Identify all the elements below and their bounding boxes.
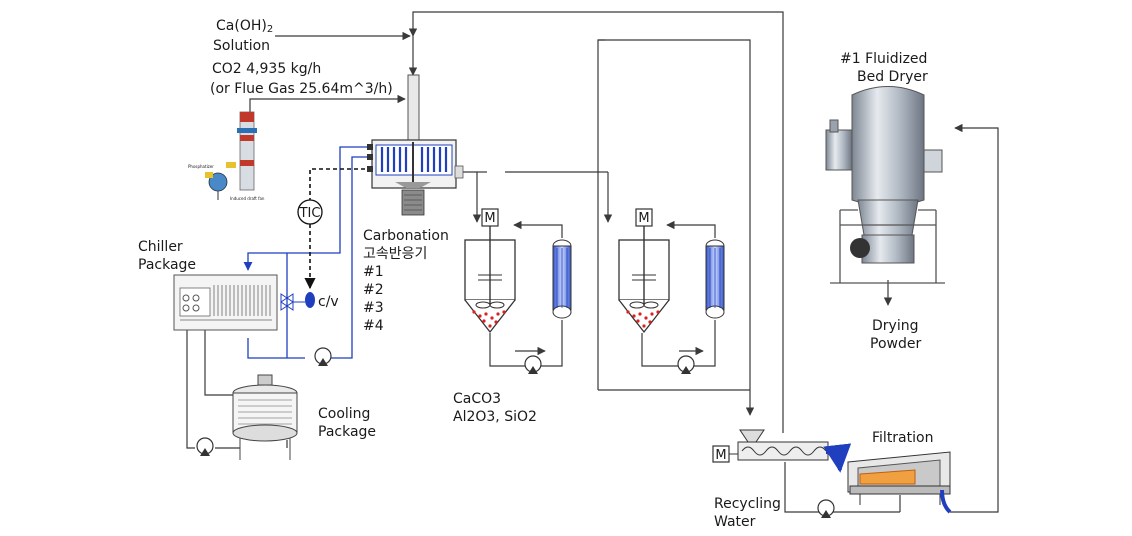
recycling-title-2: Water [714, 514, 756, 530]
carbonation-reactor-icon [367, 74, 464, 216]
drying-title-2: Powder [870, 336, 921, 352]
drying-title-1: Drying [872, 318, 918, 334]
cooling-title-2: Package [318, 424, 376, 440]
tic-instrument: TIC [297, 199, 323, 225]
labels: Ca(OH)2 Solution CO2 4,935 kg/h (or Flue… [138, 18, 933, 530]
pump-tank1-icon [524, 355, 542, 374]
al2o3-sio2-label: Al2O3, SiO2 [453, 409, 537, 425]
heat-exchanger-1-icon [552, 239, 572, 319]
caoh2-label: Ca(OH)2 [216, 18, 273, 35]
cv-label: c/v [318, 294, 339, 310]
stack-icon: Induced draft fan Phosphatizer [188, 111, 265, 201]
recycling-title-1: Recycling [714, 496, 781, 512]
tic-control-lines [304, 168, 372, 290]
pump-tank2-icon [677, 355, 695, 374]
screw-conveyor-icon: M [712, 429, 852, 473]
chiller-package-icon [173, 274, 278, 331]
control-valve-icon: c/v [280, 292, 339, 311]
reactor-korean-label: 고속반응기 [363, 246, 427, 262]
fluidized-bed-dryer-icon [825, 86, 945, 284]
caoh2-solution-label: Solution [213, 38, 270, 54]
pump-chiller-icon [314, 347, 332, 366]
svg-text:Induced draft fan: Induced draft fan [230, 196, 265, 201]
reactor-2-label: #2 [363, 282, 384, 298]
filtration-label: Filtration [872, 430, 933, 446]
filtration-centrifuge-icon [847, 451, 952, 514]
motor-label: M [638, 211, 649, 226]
carbonation-label: Carbonation [363, 228, 449, 244]
reactor-1-label: #1 [363, 264, 384, 280]
flue-gas-label: (or Flue Gas 25.64m^3/h) [210, 81, 393, 97]
motor-label: M [484, 211, 495, 226]
motor-tank1-icon: M [481, 208, 499, 227]
co2-flow-label: CO2 4,935 kg/h [212, 61, 321, 77]
chiller-title-2: Package [138, 257, 196, 273]
chiller-title-1: Chiller [138, 239, 183, 255]
process-lines [249, 11, 999, 513]
motor-label: M [715, 448, 726, 463]
pump-cooling-icon [196, 437, 214, 456]
heat-exchanger-2-icon [705, 239, 725, 319]
dryer-title-1: #1 Fluidized [840, 51, 927, 67]
tic-label: TIC [299, 206, 321, 221]
pump-recycling-icon [817, 499, 835, 518]
reactor-3-label: #3 [363, 300, 384, 316]
motor-tank2-icon: M [635, 208, 653, 227]
caco3-label: CaCO3 [453, 391, 501, 407]
dryer-title-2: Bed Dryer [857, 69, 928, 85]
cooling-title-1: Cooling [318, 406, 370, 422]
svg-text:Phosphatizer: Phosphatizer [188, 164, 214, 169]
precipitation-tank-1-icon [464, 226, 516, 334]
cooling-package-icon [232, 374, 298, 460]
chiller-cooling-lines [186, 330, 288, 449]
reactor-4-label: #4 [363, 318, 384, 334]
precipitation-tank-2-icon [618, 226, 670, 334]
